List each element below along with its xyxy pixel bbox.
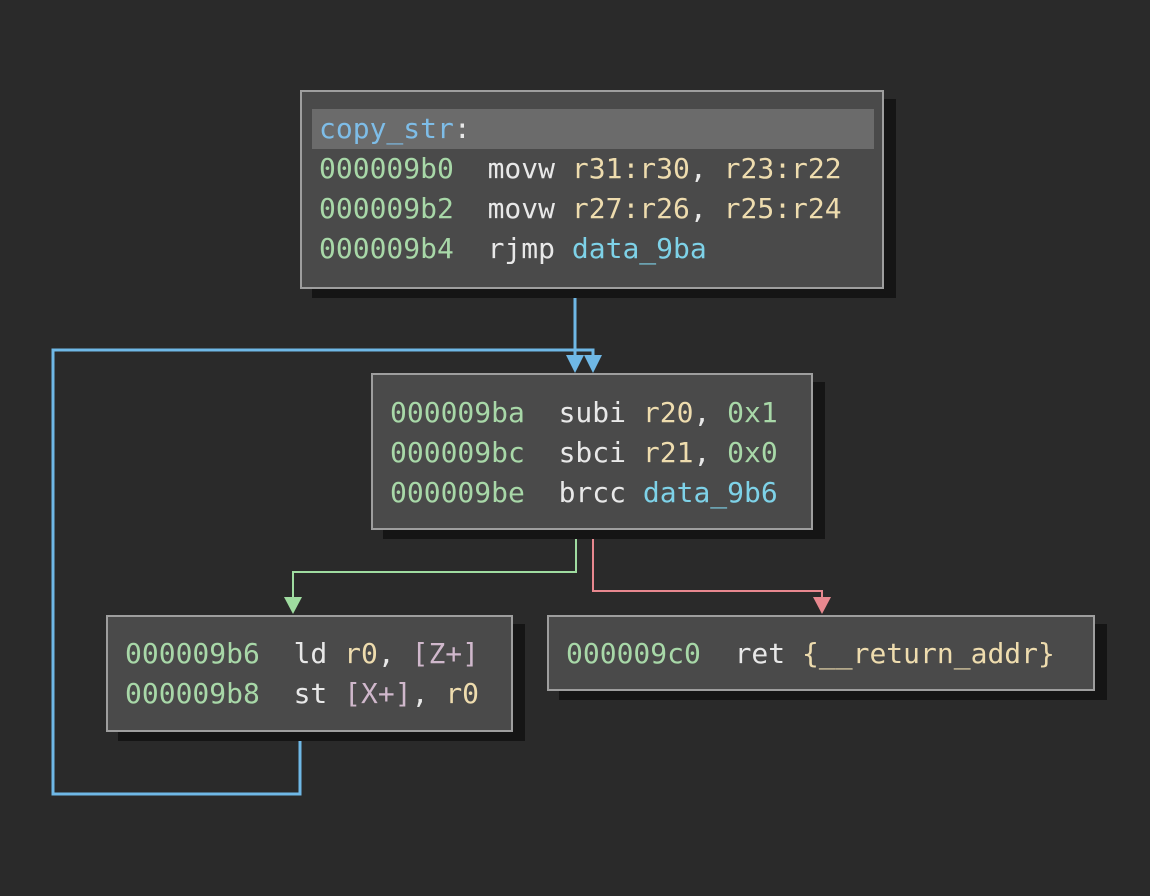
instruction-address[interactable]: 000009bc <box>390 436 525 469</box>
edge-branch-false-arrowhead <box>813 597 831 614</box>
instruction-address[interactable]: 000009b6 <box>125 637 260 670</box>
function-label-bar <box>312 109 874 149</box>
edge-branch-true[interactable] <box>292 530 577 600</box>
instruction-address[interactable]: 000009ba <box>390 396 525 429</box>
operand-immediate: 0x1 <box>727 396 778 429</box>
operand-return-address[interactable]: {__return_addr} <box>802 637 1055 670</box>
operand-register[interactable]: r20 <box>642 396 694 429</box>
instruction-row[interactable]: 000009bc sbci r21, 0x0 <box>390 436 778 469</box>
operand-register[interactable]: r23:r22 <box>723 152 842 185</box>
operand-register[interactable]: r21 <box>642 436 694 469</box>
instruction-row[interactable]: 000009b2 movw r27:r26, r25:r24 <box>319 192 842 225</box>
instruction-mnemonic: movw <box>487 192 556 225</box>
operand-memory[interactable]: [X+] <box>344 677 412 710</box>
edge-loop-back[interactable] <box>51 348 595 796</box>
instruction-mnemonic: rjmp <box>487 232 556 265</box>
operand-register[interactable]: r0 <box>445 677 480 710</box>
instruction-mnemonic: ld <box>293 637 328 670</box>
instruction-mnemonic: movw <box>487 152 556 185</box>
instruction-mnemonic: st <box>293 677 328 710</box>
instruction-row[interactable]: 000009b4 rjmp data_9ba <box>319 229 707 269</box>
operand-register[interactable]: r0 <box>344 637 378 670</box>
instruction-row[interactable]: 000009b6 ld r0, [Z+] <box>125 637 480 670</box>
operand-register[interactable]: r25:r24 <box>723 192 842 225</box>
basic-block-copy-str[interactable]: copy_str: 000009b0 movw r31:r30, r23:r22… <box>300 90 884 289</box>
basic-block-loop-check[interactable]: 000009ba subi r20, 0x1 000009bc sbci r21… <box>371 373 813 530</box>
instruction-row[interactable]: 000009b0 movw r31:r30, r23:r22 <box>319 152 842 185</box>
branch-target-symbol[interactable]: data_9b6 <box>642 476 778 509</box>
edge-entry-arrowhead <box>566 355 584 373</box>
edge-branch-false[interactable] <box>592 530 823 600</box>
instruction-mnemonic: ret <box>734 637 786 670</box>
operand-memory[interactable]: [Z+] <box>411 637 480 670</box>
function-name[interactable]: copy_str <box>319 112 454 145</box>
instruction-address[interactable]: 000009b0 <box>319 152 454 185</box>
instruction-mnemonic: brcc <box>558 476 627 509</box>
operand-register[interactable]: r31:r30 <box>571 152 690 185</box>
instruction-row[interactable]: 000009b8 st [X+], r0 <box>125 677 480 710</box>
instruction-mnemonic: subi <box>558 396 627 429</box>
function-label: copy_str: <box>319 112 471 145</box>
operand-immediate: 0x0 <box>727 436 778 469</box>
edge-branch-true-arrowhead <box>284 597 302 614</box>
instruction-mnemonic: sbci <box>558 436 627 469</box>
basic-block-exit[interactable]: 000009c0 ret {__return_addr} <box>547 615 1095 691</box>
instruction-address[interactable]: 000009b4 <box>319 232 454 265</box>
instruction-row[interactable]: 000009c0 ret {__return_addr} <box>566 634 1055 674</box>
instruction-row[interactable]: 000009be brcc data_9b6 <box>390 473 778 513</box>
edge-loop-back-arrowhead <box>584 355 602 373</box>
branch-target-symbol[interactable]: data_9ba <box>571 232 707 265</box>
instruction-address[interactable]: 000009b2 <box>319 192 454 225</box>
basic-block-loop-body[interactable]: 000009b6 ld r0, [Z+] 000009b8 st [X+], r… <box>106 615 513 732</box>
operand-register[interactable]: r27:r26 <box>571 192 690 225</box>
instruction-address[interactable]: 000009b8 <box>125 677 260 710</box>
instruction-address[interactable]: 000009c0 <box>566 637 701 670</box>
instruction-address[interactable]: 000009be <box>390 476 525 509</box>
instruction-row[interactable]: 000009ba subi r20, 0x1 <box>390 396 778 429</box>
